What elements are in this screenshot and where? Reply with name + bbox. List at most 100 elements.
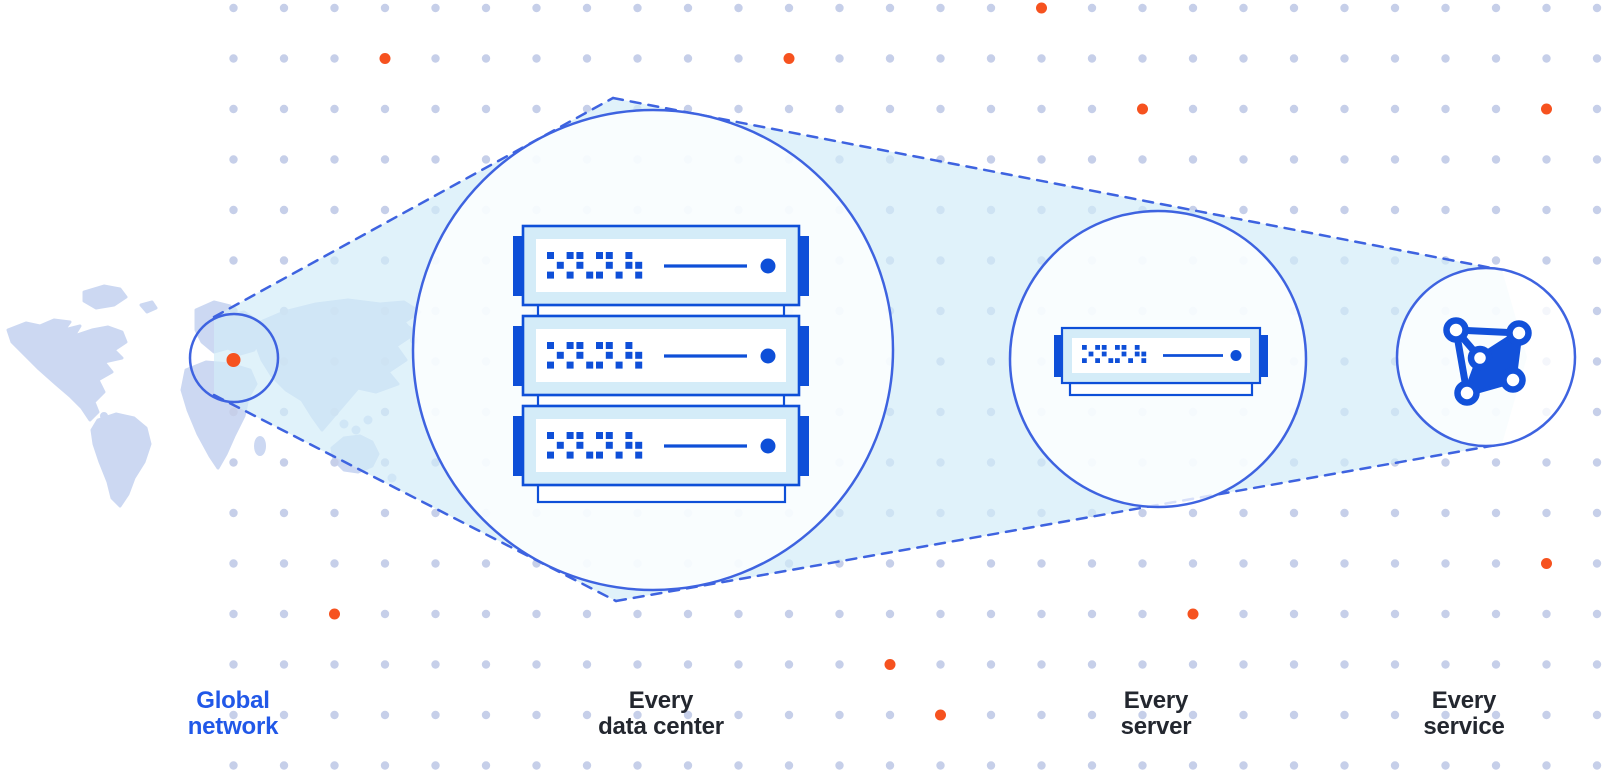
server-unit <box>513 314 809 397</box>
grid-dot <box>936 54 945 63</box>
grid-dot <box>1340 205 1349 215</box>
led-square <box>576 351 584 359</box>
grid-dot <box>1592 407 1602 417</box>
grid-dot <box>1289 609 1299 619</box>
grid-dot <box>1239 559 1248 568</box>
grid-dot <box>1592 710 1602 720</box>
map-highlight <box>188 312 280 404</box>
grid-dot <box>330 205 339 215</box>
led-square <box>635 441 643 449</box>
grid-dot <box>582 710 592 720</box>
grid-dot <box>1390 104 1400 114</box>
grid-dot <box>1340 3 1349 13</box>
grid-dot <box>835 609 844 619</box>
grid-dot <box>330 104 339 114</box>
grid-dot <box>229 407 238 417</box>
grid-dot <box>784 3 794 13</box>
grid-dot <box>633 54 642 63</box>
grid-dot <box>683 710 693 720</box>
grid-dot <box>1592 609 1602 619</box>
grid-dot <box>1289 155 1299 164</box>
grid-dot <box>835 761 844 770</box>
grid-dot <box>279 660 289 669</box>
grid-dot <box>1239 660 1248 669</box>
grid-dot <box>1087 710 1097 720</box>
grid-dot <box>1542 660 1551 669</box>
grid-dot <box>835 3 844 13</box>
led-square <box>596 361 603 369</box>
server-icon <box>1054 326 1268 397</box>
grid-dot <box>936 660 945 669</box>
grid-dot <box>1340 710 1349 720</box>
grid-dot <box>1542 710 1551 720</box>
grid-dot <box>936 3 945 13</box>
grid-dot <box>835 660 844 669</box>
grid-dot <box>683 660 693 669</box>
grid-dot <box>481 3 491 13</box>
grid-dot <box>1491 155 1501 164</box>
led-square <box>635 261 643 269</box>
grid-dot <box>1239 508 1248 518</box>
accent-dot <box>783 53 795 64</box>
grid-dot <box>1592 54 1602 63</box>
grid-dot <box>1037 761 1046 770</box>
grid-dot <box>1087 54 1097 63</box>
grid-dot <box>1441 660 1450 669</box>
grid-dot <box>582 3 592 13</box>
led-square <box>596 451 603 459</box>
grid-dot <box>1239 54 1248 63</box>
grid-dot <box>1592 155 1602 164</box>
grid-dot <box>279 155 289 164</box>
led-square <box>605 441 613 449</box>
grid-dot <box>431 609 440 619</box>
led-square <box>1115 358 1120 363</box>
grid-dot <box>1542 256 1551 265</box>
grid-dot <box>885 3 895 13</box>
grid-dot <box>1087 761 1097 770</box>
grid-dot <box>1542 155 1551 164</box>
grid-dot <box>1491 458 1501 467</box>
led-square <box>625 432 633 439</box>
led-square <box>615 271 623 279</box>
grid-dot <box>1037 660 1046 669</box>
server-unit <box>513 404 809 487</box>
grid-dot <box>1188 710 1198 720</box>
accent-dot <box>1036 2 1047 14</box>
grid-dot <box>835 54 844 63</box>
grid-dot <box>1491 710 1501 720</box>
grid-dot <box>1390 54 1400 63</box>
grid-dot <box>835 104 844 114</box>
led-square <box>605 252 613 259</box>
grid-dot <box>229 761 238 770</box>
grid-dot <box>1239 155 1248 164</box>
grid-dot <box>734 104 743 114</box>
grid-dot <box>1188 54 1198 63</box>
grid-dot <box>532 104 541 114</box>
grid-dot <box>481 761 491 770</box>
grid-dot <box>279 256 289 265</box>
grid-dot <box>229 104 238 114</box>
accent-dot <box>1187 608 1199 620</box>
led-square <box>1082 345 1087 350</box>
grid-dot <box>734 710 743 720</box>
grid-dot <box>1138 761 1147 770</box>
grid-dot <box>1188 3 1198 13</box>
grid-dot <box>1441 205 1450 215</box>
grid-dot <box>986 3 996 13</box>
grid-dot <box>1087 3 1097 13</box>
grid-dot <box>1188 508 1198 518</box>
grid-dot <box>1592 761 1602 770</box>
grid-dot <box>885 710 895 720</box>
grid-dot <box>229 54 238 63</box>
grid-dot <box>431 104 440 114</box>
grid-dot <box>330 559 339 568</box>
grid-dot <box>1239 3 1248 13</box>
grid-dot <box>1441 609 1450 619</box>
grid-dot <box>1592 104 1602 114</box>
grid-dot <box>481 660 491 669</box>
grid-dot <box>1542 54 1551 63</box>
led-square <box>1134 351 1140 357</box>
grid-dot <box>1087 104 1097 114</box>
